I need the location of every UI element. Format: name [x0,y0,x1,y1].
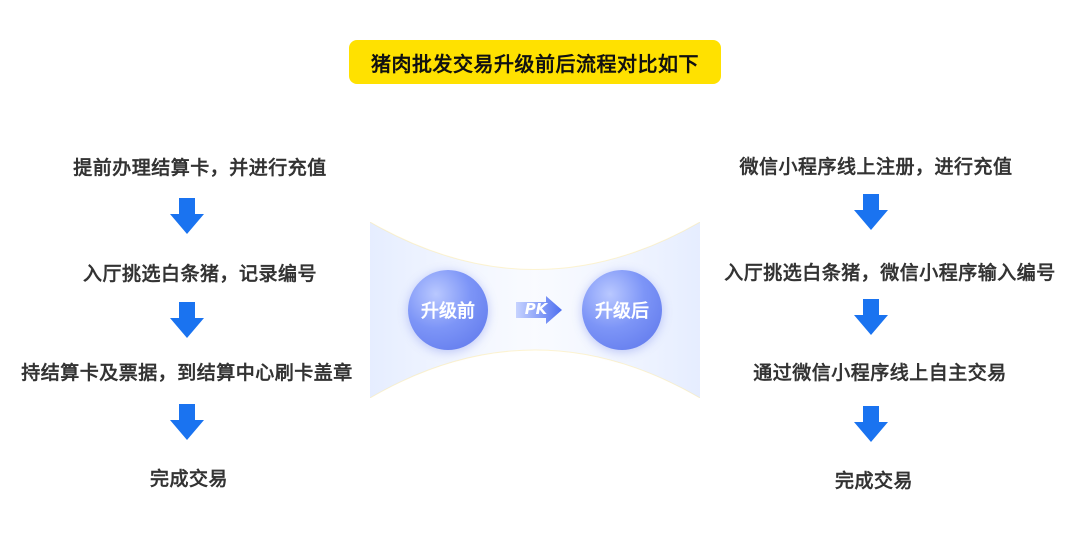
pk-arrow-icon [516,296,562,324]
arrow-down-icon [854,406,888,442]
before-badge: 升级前 [408,270,488,350]
pk-label: PK [524,300,548,318]
before-step-4: 完成交易 [149,468,229,490]
after-badge: 升级后 [582,270,662,350]
after-step-3: 通过微信小程序线上自主交易 [753,362,1007,384]
before-step-3: 持结算卡及票据，到结算中心刷卡盖章 [21,362,353,384]
before-step-2: 入厅挑选白条猪，记录编号 [82,263,318,285]
arrow-down-icon [170,404,204,440]
after-step-4: 完成交易 [834,470,914,492]
pk-arrow: PK [516,296,562,324]
page-title: 猪肉批发交易升级前后流程对比如下 [349,40,721,84]
before-step-1: 提前办理结算卡，并进行充值 [73,157,327,179]
after-step-2: 入厅挑选白条猪，微信小程序输入编号 [724,262,1056,284]
arrow-down-icon [854,194,888,230]
arrow-down-icon [854,299,888,335]
arrow-down-icon [170,198,204,234]
arrow-down-icon [170,302,204,338]
after-step-1: 微信小程序线上注册，进行充值 [739,156,1013,178]
pk-graphic: 升级前 升级后 PK [370,222,700,398]
